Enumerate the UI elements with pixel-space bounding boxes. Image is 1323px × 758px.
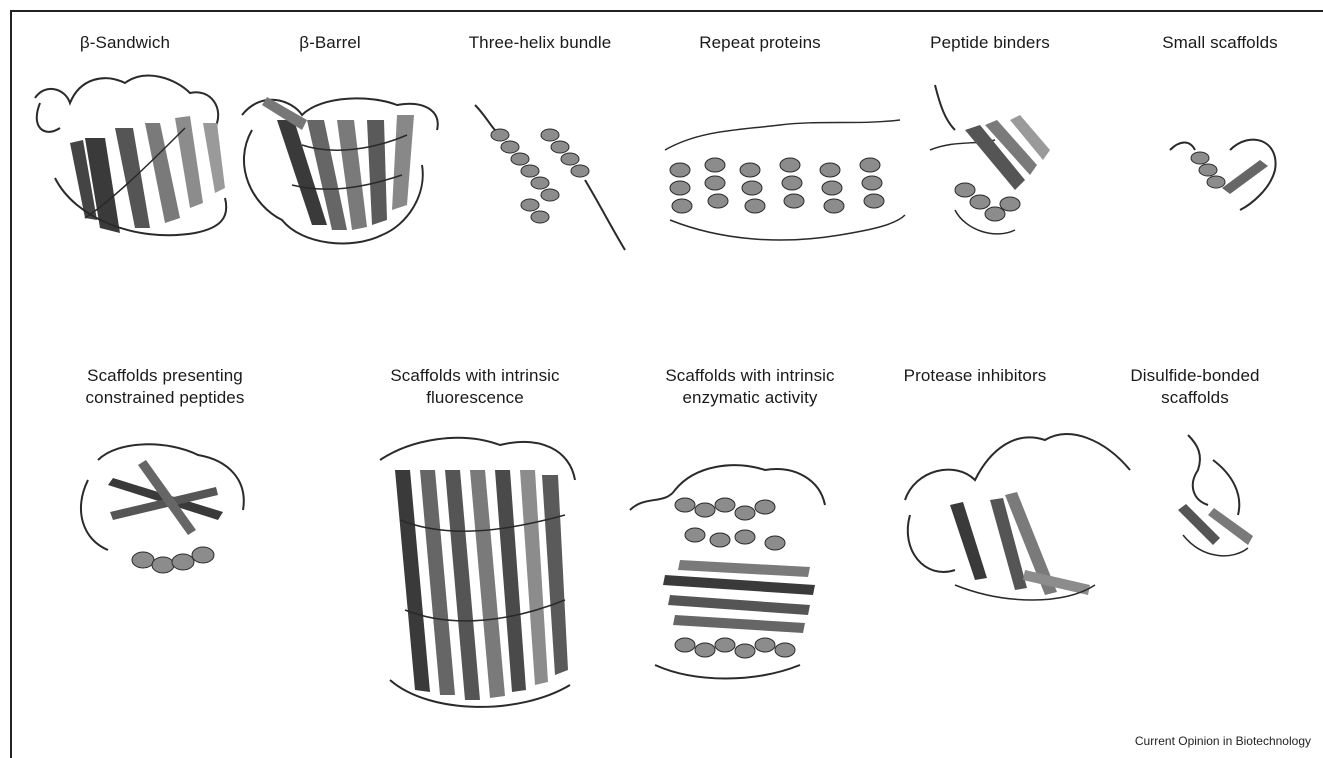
label-three-helix-bundle: Three-helix bundle — [440, 32, 640, 54]
intrinsic-fluorescence-structure — [370, 430, 585, 720]
repeat-proteins-structure — [660, 110, 915, 255]
beta-sandwich-structure — [25, 68, 240, 248]
peptide-binders-structure — [925, 80, 1060, 245]
label-repeat-proteins: Repeat proteins — [670, 32, 850, 54]
label-protease-inhibitors: Protease inhibitors — [875, 365, 1075, 387]
label-intrinsic-enzymatic: Scaffolds with intrinsic enzymatic activ… — [630, 365, 870, 409]
label-peptide-binders: Peptide binders — [905, 32, 1075, 54]
label-beta-sandwich: β-Sandwich — [40, 32, 210, 54]
label-intrinsic-fluorescence: Scaffolds with intrinsic fluorescence — [355, 365, 595, 409]
credit-text: Current Opinion in Biotechnology — [1135, 734, 1311, 748]
beta-barrel-structure — [232, 85, 452, 255]
intrinsic-enzymatic-structure — [625, 455, 840, 685]
protease-inhibitors-structure — [895, 420, 1135, 610]
three-helix-bundle-structure — [465, 95, 630, 255]
constrained-peptides-structure — [68, 440, 258, 585]
disulfide-bonded-structure — [1168, 430, 1258, 565]
label-small-scaffolds: Small scaffolds — [1135, 32, 1305, 54]
label-constrained-peptides: Scaffolds presenting constrained peptide… — [50, 365, 280, 409]
label-disulfide-bonded: Disulfide-bonded scaffolds — [1100, 365, 1290, 409]
label-beta-barrel: β-Barrel — [255, 32, 405, 54]
small-scaffolds-structure — [1160, 130, 1285, 220]
